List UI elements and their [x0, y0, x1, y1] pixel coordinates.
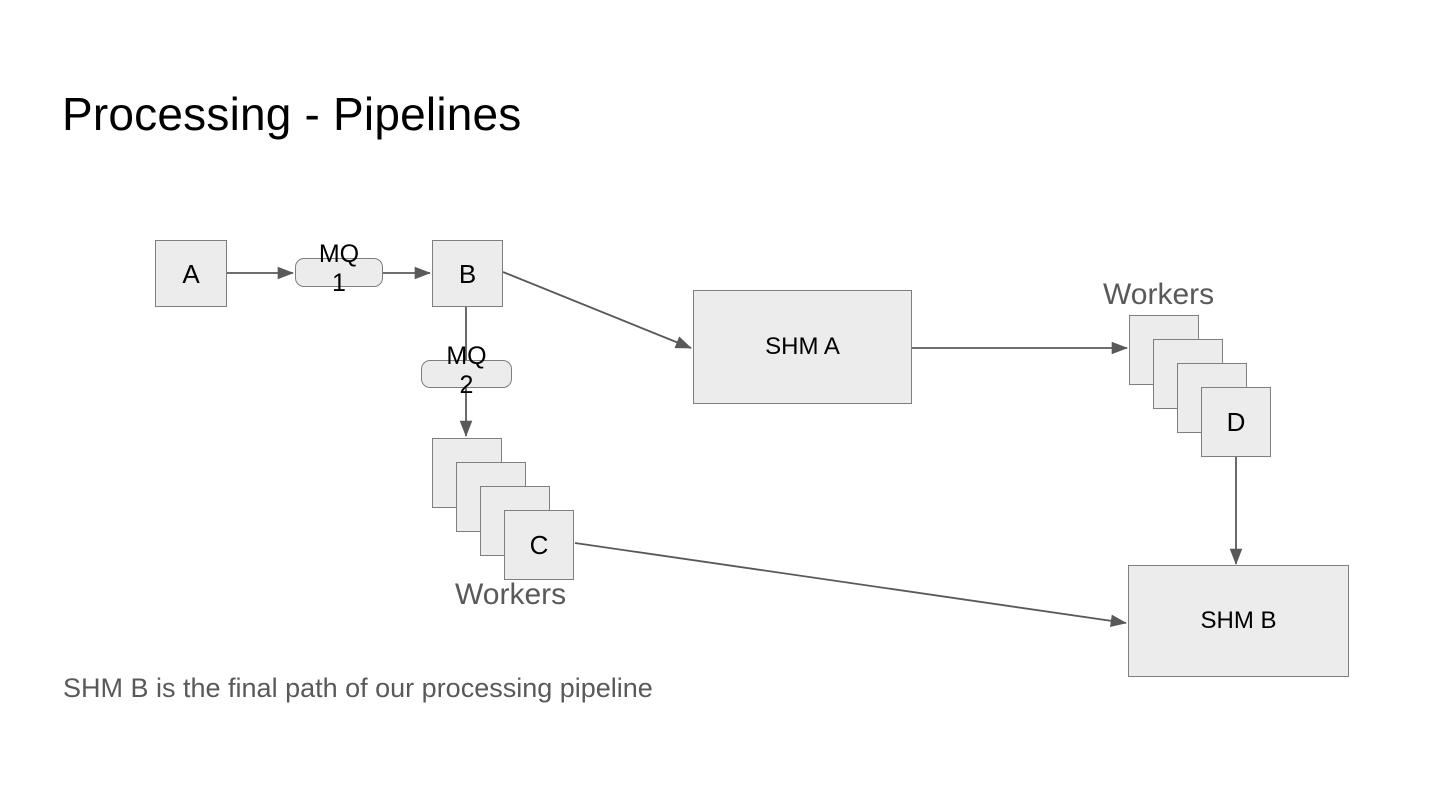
- edge-b-to-shm-a: [502, 271, 692, 349]
- node-b[interactable]: B: [432, 240, 503, 307]
- node-mq2[interactable]: [421, 360, 512, 388]
- edge-workers-c-to-shm-b: [574, 542, 1127, 628]
- slide-caption: SHM B is the final path of our processin…: [63, 673, 653, 703]
- node-a[interactable]: A: [155, 240, 227, 307]
- page-title: Processing - Pipelines: [62, 88, 522, 140]
- workers-right-label: Workers: [1103, 278, 1215, 311]
- node-shm-a[interactable]: SHM A: [693, 290, 912, 404]
- worker-square-d[interactable]: D: [1201, 387, 1271, 457]
- workers-left-label: Workers: [455, 578, 567, 611]
- worker-square-c[interactable]: C: [504, 510, 574, 580]
- node-shm-b[interactable]: SHM B: [1128, 565, 1349, 677]
- node-mq1[interactable]: [295, 258, 383, 287]
